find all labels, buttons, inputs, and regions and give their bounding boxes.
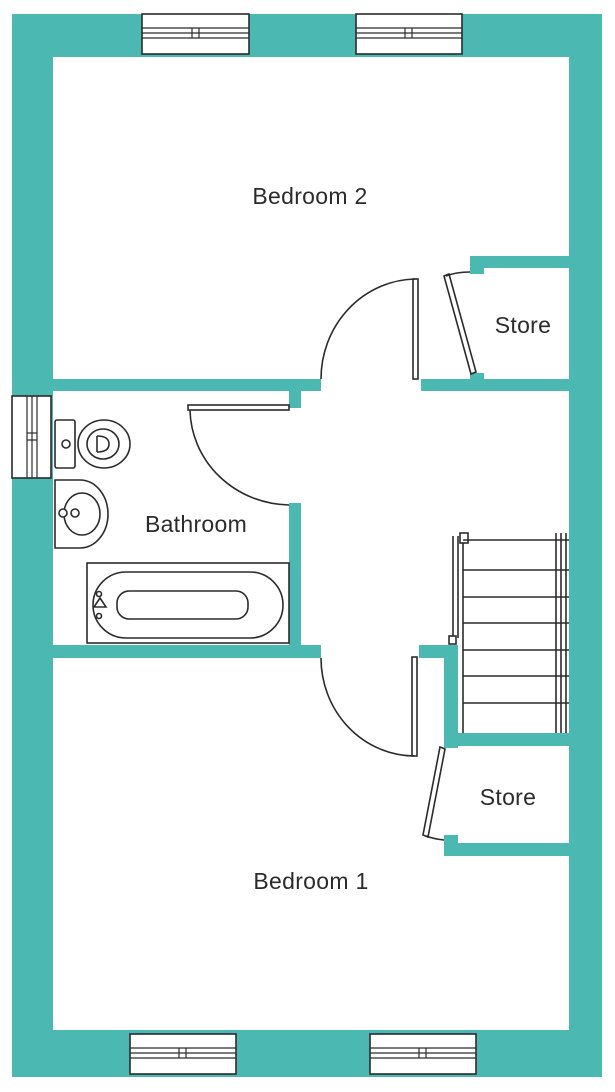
- wall-store-upper-top-stub: [470, 256, 484, 274]
- wall-top: [12, 14, 602, 57]
- room-label-store-lower: Store: [480, 784, 536, 810]
- window-icon: [369, 1033, 477, 1075]
- door-swing-icon: [320, 656, 418, 757]
- window-icon: [141, 13, 250, 55]
- wall-store-lower-stub: [444, 835, 458, 856]
- wall-store-upper-bottom: [421, 379, 569, 391]
- room-label-bathroom: Bathroom: [145, 511, 247, 537]
- wall-stair-bottom: [444, 733, 569, 746]
- wall-bath-right: [289, 503, 301, 646]
- room-label-bedroom-1: Bedroom 1: [253, 868, 368, 894]
- door-swing-icon: [320, 278, 419, 380]
- door-swing-icon: [422, 745, 446, 841]
- stairs-icon: [448, 532, 569, 733]
- wall-bath-door-stub: [289, 391, 301, 408]
- door-swing-icon: [187, 404, 290, 506]
- wall-right: [569, 14, 602, 1077]
- room-label-store-upper: Store: [495, 312, 551, 338]
- window-icon: [11, 395, 52, 479]
- basin-icon: [54, 479, 109, 549]
- wall-left: [12, 14, 53, 1077]
- wall-bed1-top: [53, 645, 321, 658]
- walls: [12, 14, 602, 1077]
- toilet-icon: [54, 419, 131, 469]
- room-label-bedroom-2: Bedroom 2: [252, 183, 367, 209]
- wall-bottom: [12, 1030, 602, 1077]
- wall-landing-top-stub: [419, 645, 447, 658]
- wall-stair-left: [444, 645, 458, 748]
- wall-bed2-bottom: [53, 379, 321, 391]
- window-icon: [129, 1033, 237, 1075]
- wall-store-upper-door-stub: [470, 373, 484, 381]
- bath-icon: [86, 562, 290, 644]
- window-icon: [355, 13, 463, 55]
- wall-store-upper-top: [470, 256, 569, 268]
- door-swing-icon: [443, 271, 477, 376]
- wall-store-lower-bottom: [444, 843, 569, 856]
